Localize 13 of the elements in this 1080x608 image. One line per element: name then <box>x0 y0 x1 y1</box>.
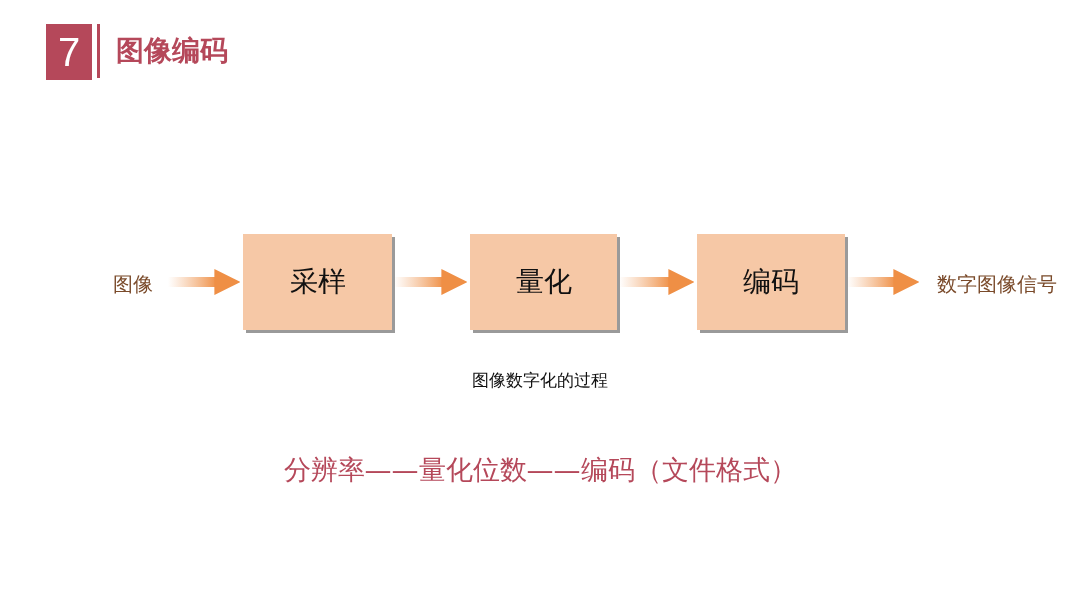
flow-text: 图像 <box>100 266 166 302</box>
diagram-caption: 图像数字化的过程 <box>471 369 609 392</box>
process-box: 量化 <box>470 234 617 330</box>
flow-text: 数字图像信号 <box>922 266 1072 302</box>
arrow <box>168 269 241 295</box>
number-badge: 7 <box>46 24 92 80</box>
arrow <box>847 269 920 295</box>
summary-text: 分辨率——量化位数——编码（文件格式） <box>282 453 798 487</box>
process-box: 采样 <box>243 234 392 330</box>
process-box: 编码 <box>697 234 845 330</box>
arrow <box>619 269 695 295</box>
slide-title: 图像编码 <box>116 33 228 69</box>
arrow <box>394 269 468 295</box>
